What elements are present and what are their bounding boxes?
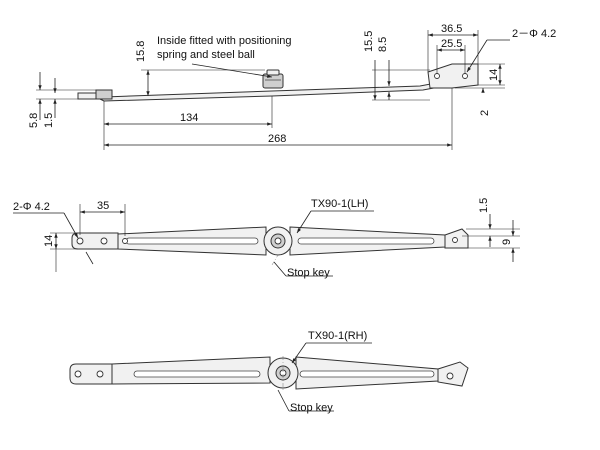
side-dim-2: 2 [479, 110, 491, 116]
lh-dim-9: 9 [501, 239, 513, 245]
side-dim-134: 134 [180, 112, 198, 124]
lh-dim-14: 14 [43, 235, 55, 247]
rh-view: TX90-1(RH) Stop key [69, 330, 469, 414]
lh-stop-key: Stop key [287, 267, 330, 279]
rh-model-label: TX90-1(RH) [308, 330, 367, 342]
lh-right-slot [297, 237, 435, 245]
rh-right-slot [299, 370, 435, 378]
note-line-1: Inside fitted with positioning [157, 35, 292, 47]
lh-dim-35: 35 [97, 200, 109, 212]
pivot-cap [266, 69, 280, 76]
note-line-2: spring and steel ball [157, 49, 255, 61]
side-holes-label: 2－Φ 4.2 [512, 28, 556, 40]
rh-left-hole-2 [96, 370, 104, 378]
dim-8-5: 8.5 [377, 37, 389, 52]
lh-dim-1-5: 1.5 [478, 198, 490, 213]
side-dim-5-8: 5.8 [28, 113, 40, 128]
side-dim-14: 14 [488, 69, 500, 81]
rh-left-arm [111, 356, 271, 385]
dim-25-5: 25.5 [441, 38, 462, 50]
rh-left-slot [133, 370, 261, 378]
lh-view: 2-Φ 4.2 35 14 TX90-1(LH) 1.5 9 Stop key [13, 198, 520, 279]
dim-15-5: 15.5 [363, 31, 375, 52]
lh-left-hole-2 [100, 237, 108, 245]
rh-right-hole [446, 372, 454, 380]
dim-15-8: 15.8 [135, 41, 147, 62]
rh-right-tab [437, 361, 469, 387]
rh-left-hole-1 [74, 370, 82, 378]
lh-model-label: TX90-1(LH) [311, 198, 368, 210]
lh-left-slot [125, 237, 259, 245]
lh-holes-label: 2-Φ 4.2 [13, 201, 50, 213]
side-dim-268: 268 [268, 133, 286, 145]
lh-right-hole [452, 237, 458, 243]
side-view: Inside fitted with positioning spring an… [28, 23, 556, 150]
side-left-bracket [95, 89, 113, 100]
side-dim-1-5: 1.5 [43, 113, 55, 128]
dim-36-5: 36.5 [441, 23, 462, 35]
lh-left-hole-1 [76, 237, 84, 245]
note-leader [191, 63, 273, 78]
rh-stop-key: Stop key [290, 402, 333, 414]
